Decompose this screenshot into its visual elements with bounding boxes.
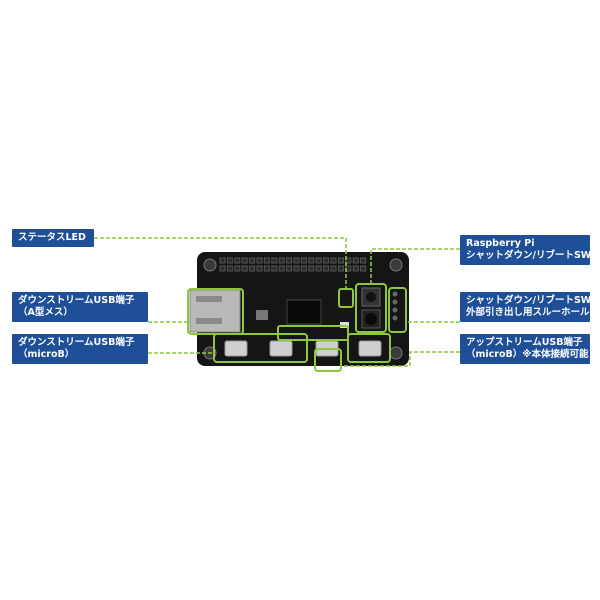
gpio-pin [293, 257, 300, 264]
label-text: ダウンストリームUSB端子 [18, 295, 135, 306]
label-text: シャットダウン/リブートSW [466, 250, 592, 261]
gpio-pin [234, 257, 241, 264]
crystal [256, 310, 268, 320]
gpio-pin [300, 265, 307, 272]
label-text: （microB）※本体接続可能 [466, 349, 589, 360]
label-text: 外部引き出し用スルーホール [466, 307, 590, 318]
usb-hub-chip [286, 299, 322, 325]
gpio-pin [278, 257, 285, 264]
highlight-boxes [187, 283, 407, 372]
gpio-pin [241, 265, 248, 272]
label-rpi-switch: Raspberry Pi シャットダウン/リブートSW [460, 235, 592, 265]
label-text: アップストリームUSB端子 [466, 337, 583, 348]
gpio-pin [360, 265, 367, 272]
gpio-pin [300, 257, 307, 264]
label-usb-upstream: アップストリームUSB端子 （microB）※本体接続可能 [460, 334, 590, 364]
gpio-pin [278, 265, 285, 272]
gpio-pin [219, 257, 226, 264]
label-through-hole: シャットダウン/リブートSW 外部引き出し用スルーホール [460, 292, 592, 322]
gpio-pin [226, 257, 233, 264]
gpio-pin [323, 257, 330, 264]
gpio-pin [293, 265, 300, 272]
gpio-pin [219, 265, 226, 272]
label-status-led: ステータスLED [12, 229, 94, 247]
gpio-pin [271, 265, 278, 272]
label-usb-microb-downstream: ダウンストリームUSB端子 （microB） [12, 334, 148, 364]
gpio-pin [308, 257, 315, 264]
label-usb-a: ダウンストリームUSB端子 （A型メス） [12, 292, 148, 322]
gpio-pin [286, 257, 293, 264]
gpio-pin [352, 257, 359, 264]
gpio-pin [323, 265, 330, 272]
gpio-pin [315, 257, 322, 264]
gpio-pin [315, 265, 322, 272]
gpio-pin [256, 265, 263, 272]
label-text: シャットダウン/リブートSW [466, 295, 592, 306]
gpio-pin [337, 265, 344, 272]
gpio-pin [337, 257, 344, 264]
label-text: （microB） [18, 349, 75, 360]
label-text: ダウンストリームUSB端子 [18, 337, 135, 348]
label-text: Raspberry Pi [466, 238, 535, 249]
gpio-pin [308, 265, 315, 272]
label-text: （A型メス） [18, 307, 73, 318]
gpio-pin [249, 257, 256, 264]
through-holes [392, 291, 398, 321]
gpio-pin [271, 257, 278, 264]
gpio-header [219, 257, 367, 272]
gpio-pin [330, 265, 337, 272]
gpio-pin [352, 265, 359, 272]
gpio-pin [360, 257, 367, 264]
gpio-pin [286, 265, 293, 272]
gpio-pin [234, 265, 241, 272]
gpio-pin [241, 257, 248, 264]
label-text: ステータスLED [18, 232, 86, 243]
gpio-pin [249, 265, 256, 272]
gpio-pin [263, 257, 270, 264]
gpio-pin [345, 257, 352, 264]
leader-lines [94, 237, 460, 367]
gpio-pin [263, 265, 270, 272]
gpio-pin [256, 257, 263, 264]
gpio-pin [226, 265, 233, 272]
gpio-pin [330, 257, 337, 264]
